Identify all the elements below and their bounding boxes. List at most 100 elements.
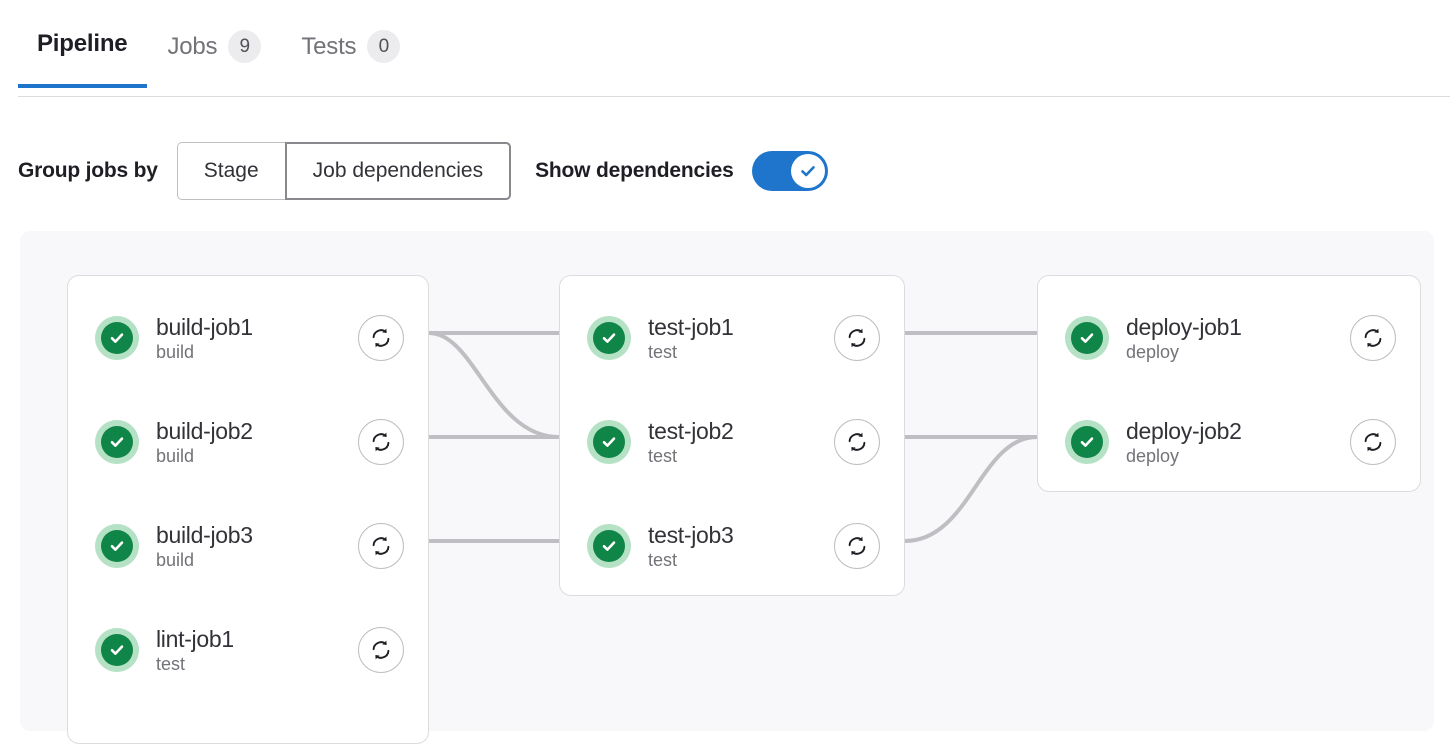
group-jobs-by-segmented-control: Stage Job dependencies	[176, 142, 512, 200]
job-text: test-job2 test	[648, 418, 834, 467]
retry-icon	[372, 328, 390, 348]
retry-icon	[848, 536, 866, 556]
retry-arrow-head-bottom	[375, 447, 380, 452]
group-by-stage-button[interactable]: Stage	[176, 142, 285, 200]
job-card-deploy-job1[interactable]: deploy-job1 deploy	[1038, 309, 1420, 367]
job-stage: build	[156, 341, 195, 362]
job-card-deploy-job2[interactable]: deploy-job2 deploy	[1038, 413, 1420, 471]
retry-arrow-head-bottom	[1367, 343, 1372, 348]
status-core	[1071, 322, 1103, 354]
job-name: build-job2	[156, 417, 253, 444]
retry-arrow-head-bottom	[375, 655, 380, 660]
tab-pipeline-label: Pipeline	[37, 30, 128, 57]
status-success-icon	[587, 524, 631, 568]
tab-bar-divider	[18, 96, 1450, 97]
deploy-column: deploy-job1 deploy	[1037, 275, 1421, 492]
job-name: lint-job1	[156, 625, 234, 652]
status-core	[1071, 426, 1103, 458]
retry-arrow-head-bottom	[1367, 447, 1372, 452]
retry-icon	[848, 328, 866, 348]
retry-arrow-head-bottom	[375, 551, 380, 556]
group-by-job-dependencies-button[interactable]: Job dependencies	[284, 142, 512, 200]
job-text: lint-job1 test	[156, 626, 358, 675]
status-core	[101, 530, 133, 562]
job-stage: deploy	[1126, 445, 1180, 466]
retry-icon	[372, 640, 390, 660]
status-core	[593, 530, 625, 562]
tab-pipeline[interactable]: Pipeline	[18, 0, 148, 88]
job-text: test-job1 test	[648, 314, 834, 363]
retry-arrow-head-top	[1374, 432, 1379, 437]
pipeline-controls: Group jobs by Stage Job dependencies Sho…	[18, 142, 828, 200]
job-stage: build	[156, 549, 195, 570]
retry-arrow-head-top	[1374, 328, 1379, 333]
job-name: build-job3	[156, 521, 253, 548]
show-dependencies-toggle[interactable]	[751, 151, 828, 191]
tab-jobs[interactable]: Jobs 9	[147, 0, 281, 93]
job-stage: test	[648, 445, 678, 466]
retry-button[interactable]	[834, 419, 880, 465]
retry-arrow-head-bottom	[375, 343, 380, 348]
check-icon	[1080, 437, 1094, 447]
job-card-lint-job1[interactable]: lint-job1 test	[68, 621, 428, 679]
retry-button[interactable]	[358, 523, 404, 569]
check-icon	[1080, 333, 1094, 343]
retry-button[interactable]	[834, 523, 880, 569]
retry-icon	[1364, 432, 1382, 452]
job-card-build-job2[interactable]: build-job2 build	[68, 413, 428, 471]
tab-tests[interactable]: Tests 0	[281, 0, 420, 93]
retry-arrow-head-bottom	[851, 551, 856, 556]
retry-arrow-head-bottom	[851, 447, 856, 452]
tab-list: Pipeline Jobs 9 Tests 0	[18, 0, 420, 93]
check-icon	[110, 645, 124, 655]
job-stage: test	[648, 549, 678, 570]
status-success-icon	[587, 316, 631, 360]
check-icon	[602, 541, 616, 551]
job-name: test-job3	[648, 521, 734, 548]
status-success-icon	[95, 316, 139, 360]
build-column: build-job1 build	[67, 275, 429, 744]
status-success-icon	[1065, 316, 1109, 360]
retry-button[interactable]	[834, 315, 880, 361]
test-column: test-job1 test	[559, 275, 905, 596]
retry-button[interactable]	[358, 419, 404, 465]
retry-arrow-head-top	[858, 432, 863, 437]
retry-arrow-head-top	[382, 640, 387, 645]
show-dependencies-label: Show dependencies	[535, 159, 734, 182]
check-icon	[602, 437, 616, 447]
pipeline-graph-container: build-job1 build	[20, 231, 1434, 744]
job-name: test-job2	[648, 417, 734, 444]
job-text: build-job1 build	[156, 314, 358, 363]
status-core	[593, 426, 625, 458]
status-success-icon	[95, 628, 139, 672]
toggle-knob	[790, 154, 825, 188]
retry-icon	[372, 536, 390, 556]
job-stage: test	[156, 653, 186, 674]
job-card-build-job1[interactable]: build-job1 build	[68, 309, 428, 367]
tab-tests-badge: 0	[367, 30, 401, 63]
retry-button[interactable]	[358, 627, 404, 673]
job-stage: build	[156, 445, 195, 466]
job-name: deploy-job2	[1126, 417, 1242, 444]
job-stage: deploy	[1126, 341, 1180, 362]
retry-arrow-head-top	[382, 536, 387, 541]
group-jobs-by-label: Group jobs by	[18, 159, 158, 182]
job-card-test-job2[interactable]: test-job2 test	[560, 413, 904, 471]
job-name: build-job1	[156, 313, 253, 340]
retry-arrow-head-top	[382, 328, 387, 333]
tab-jobs-label: Jobs	[167, 32, 218, 60]
status-success-icon	[95, 524, 139, 568]
retry-arrow-head-top	[858, 328, 863, 333]
status-core	[101, 426, 133, 458]
job-name: deploy-job1	[1126, 313, 1242, 340]
job-text: deploy-job2 deploy	[1126, 418, 1350, 467]
tab-jobs-badge: 9	[228, 30, 262, 63]
job-card-test-job3[interactable]: test-job3 test	[560, 517, 904, 575]
job-card-test-job1[interactable]: test-job1 test	[560, 309, 904, 367]
show-dependencies-control: Show dependencies	[535, 151, 828, 191]
retry-button[interactable]	[1350, 419, 1396, 465]
job-card-build-job3[interactable]: build-job3 build	[68, 517, 428, 575]
retry-button[interactable]	[1350, 315, 1396, 361]
retry-button[interactable]	[358, 315, 404, 361]
check-icon	[110, 437, 124, 447]
